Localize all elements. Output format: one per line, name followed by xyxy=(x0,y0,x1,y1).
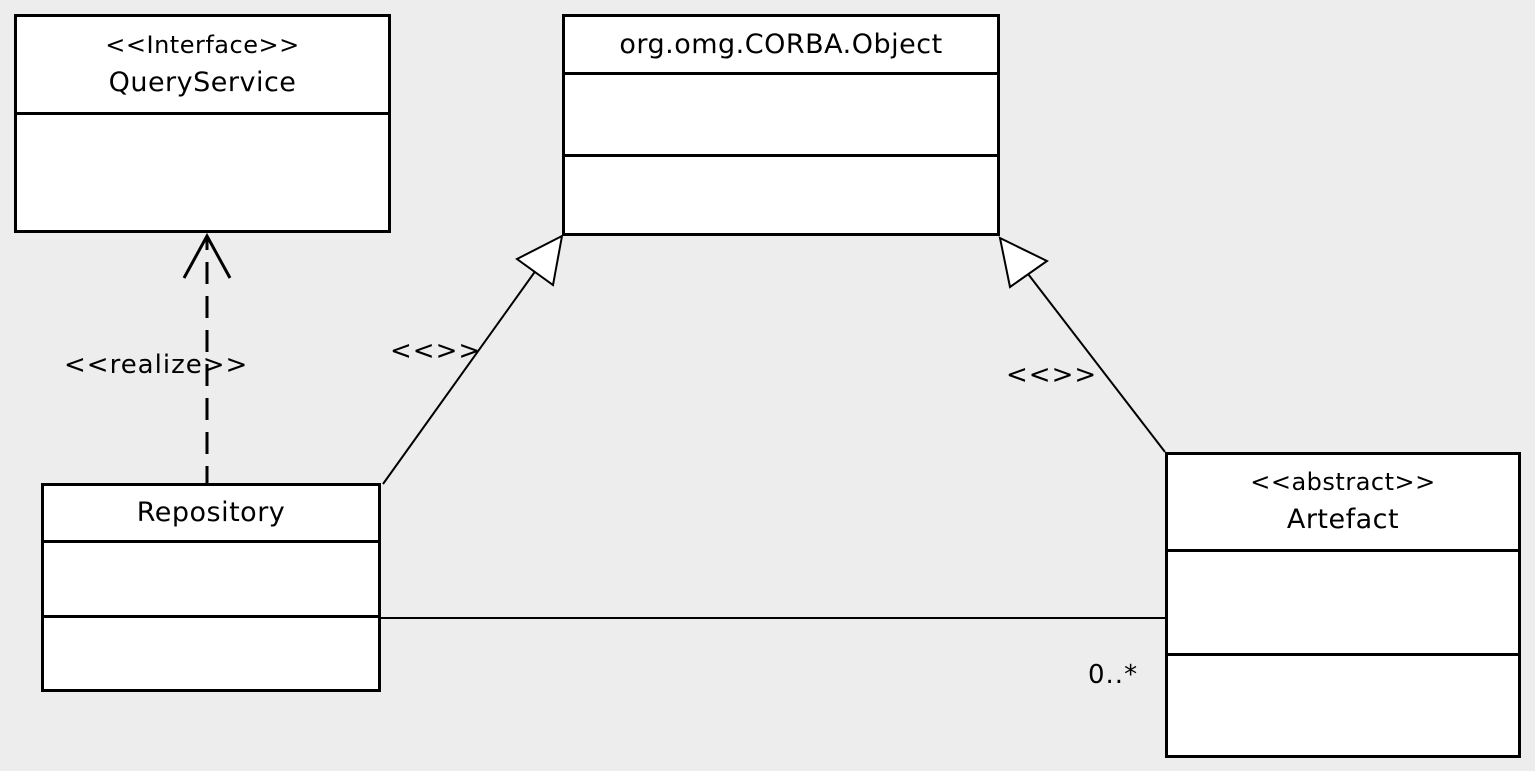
artefact-stereotype: <<abstract>> xyxy=(1250,468,1436,496)
artefact-operations xyxy=(1168,656,1518,755)
corba-object-header: org.omg.CORBA.Object xyxy=(565,17,997,75)
artefact-generalization-label: <<>> xyxy=(1006,360,1098,390)
corba-object-name: org.omg.CORBA.Object xyxy=(619,28,943,60)
query-service-header: <<Interface>> QueryService xyxy=(17,17,388,115)
artefact-header: <<abstract>> Artefact xyxy=(1168,455,1518,552)
repository-generalization-arrowhead xyxy=(515,234,564,287)
repository-header: Repository xyxy=(44,486,378,543)
query-service-stereotype: <<Interface>> xyxy=(105,30,300,59)
query-service-class[interactable]: <<Interface>> QueryService xyxy=(14,14,391,233)
repository-operations xyxy=(44,618,378,689)
artefact-generalization-connector xyxy=(1024,269,1166,453)
artefact-name: Artefact xyxy=(1286,504,1400,535)
artefact-generalization-arrowhead xyxy=(998,236,1049,289)
corba-object-operations xyxy=(565,157,997,233)
repository-generalization-connector xyxy=(382,265,540,485)
corba-object-class[interactable]: org.omg.CORBA.Object xyxy=(562,14,1000,236)
query-service-attributes xyxy=(17,115,388,230)
repository-attributes xyxy=(44,543,378,618)
artefact-class[interactable]: <<abstract>> Artefact xyxy=(1165,452,1521,758)
realize-label: <<realize>> xyxy=(64,350,249,380)
artefact-attributes xyxy=(1168,552,1518,656)
realize-arrowhead xyxy=(182,232,232,279)
repository-name: Repository xyxy=(136,497,286,528)
association-multiplicity: 0..* xyxy=(1088,660,1139,690)
corba-object-attributes xyxy=(565,75,997,157)
query-service-name: QueryService xyxy=(108,66,297,98)
repository-class[interactable]: Repository xyxy=(41,483,381,692)
repository-generalization-label: <<>> xyxy=(390,336,482,366)
